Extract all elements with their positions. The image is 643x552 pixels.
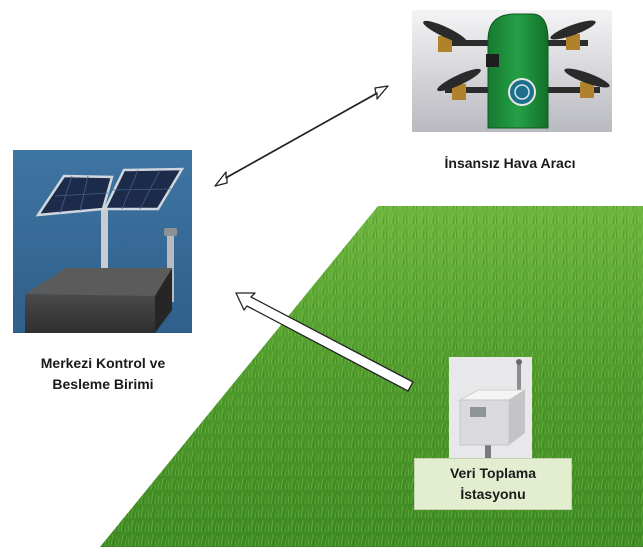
uav-label-text: İnsansız Hava Aracı — [444, 155, 576, 171]
data-station-label: Veri Toplama İstasyonu — [414, 458, 572, 510]
solar-station-icon — [13, 150, 192, 333]
control-unit-label-line1: Merkezi Kontrol ve — [40, 355, 166, 371]
data-station-label-line2: İstasyonu — [460, 486, 526, 502]
drone-icon — [412, 10, 612, 132]
data-station-label-line1: Veri Toplama — [449, 465, 537, 481]
uav-label: İnsansız Hava Aracı — [405, 153, 615, 174]
control-unit-label: Merkezi Kontrol ve Besleme Birimi — [8, 353, 198, 395]
arrow-uav-center-clean — [214, 85, 389, 187]
arrow-station-center — [235, 292, 414, 392]
control-unit-label-line2: Besleme Birimi — [52, 376, 154, 392]
sensor-station-icon — [449, 357, 532, 463]
